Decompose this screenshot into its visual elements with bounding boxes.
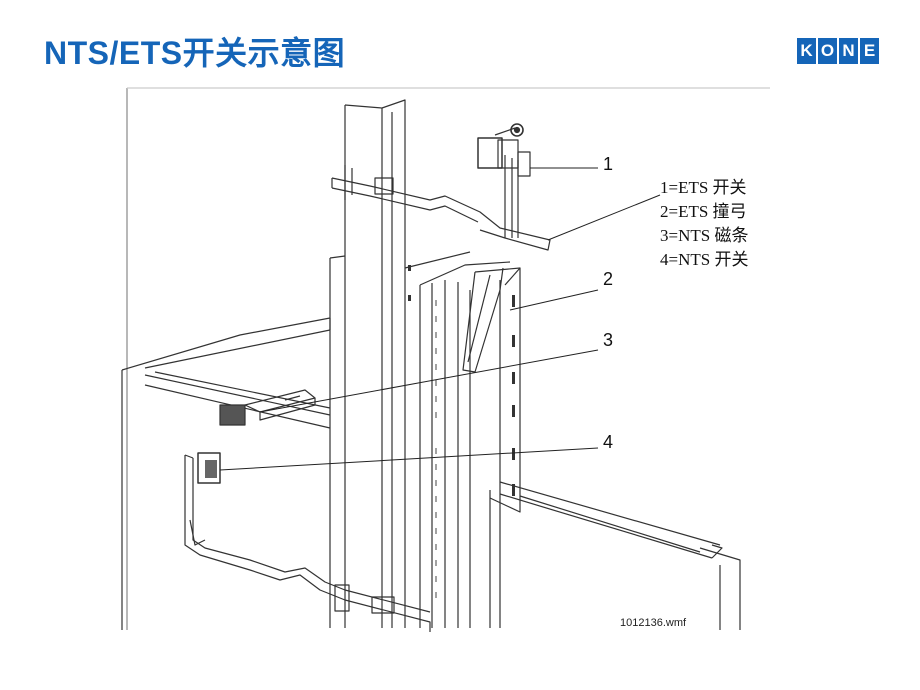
nts-magnet-strip (219, 389, 316, 426)
file-name: 1012136.wmf (620, 617, 687, 629)
rail-holes (408, 265, 411, 301)
legend-item: 1=ETS 开关 (660, 178, 747, 197)
nts-switch (197, 452, 221, 484)
logo-letter: N (839, 38, 858, 64)
lower-bracket (184, 454, 431, 632)
legend-item: 4=NTS 开关 (660, 250, 749, 269)
legend-item: 3=NTS 磁条 (660, 226, 749, 245)
leader-lines (219, 167, 661, 471)
shaft-wall (121, 317, 331, 630)
callout-3: 3 (603, 330, 614, 350)
guide-rail (329, 99, 406, 628)
kone-logo: K O N E (797, 38, 879, 64)
logo-letter: E (860, 38, 879, 64)
ets-switch (477, 123, 531, 177)
car-rail (404, 251, 511, 628)
upper-bracket (331, 155, 551, 251)
page-title: NTS/ETS开关示意图 (44, 35, 346, 71)
callout-2: 2 (603, 269, 614, 289)
ets-cam-plate (462, 267, 521, 513)
right-wall (699, 547, 741, 630)
legend-item: 2=ETS 撞弓 (660, 202, 747, 221)
logo-letter: K (797, 38, 816, 64)
legend: 1=ETS 开关 2=ETS 撞弓 3=NTS 磁条 4=NTS 开关 (660, 176, 748, 272)
callout-1: 1 (603, 154, 614, 174)
callout-4: 4 (603, 432, 614, 452)
logo-letter: O (818, 38, 837, 64)
horizontal-sill (144, 371, 723, 559)
